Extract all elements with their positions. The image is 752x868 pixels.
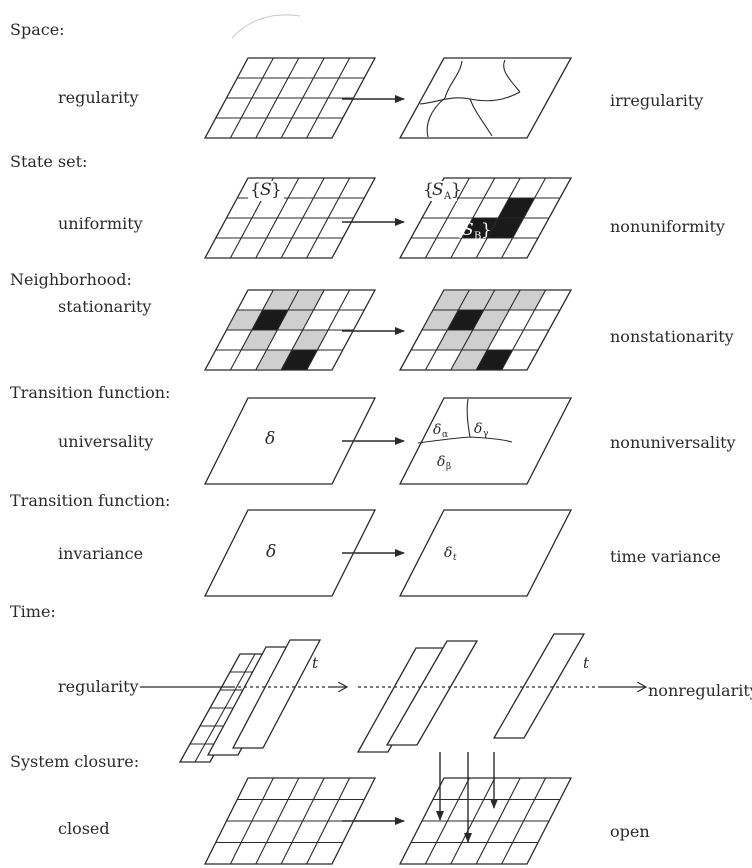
neighbor-cell [508, 289, 547, 311]
nonregular-frame-2 [385, 640, 479, 746]
time-axis-label-right: t [583, 654, 590, 672]
subscript-a: A [443, 191, 452, 202]
label-nonstationarity: nonstationarity [610, 327, 734, 346]
symbol-delta-alpha: δ [433, 422, 441, 438]
row-header-neighborhood: Neighborhood: [10, 270, 132, 289]
irregular-cell-boundary [503, 59, 521, 93]
neighborhood-figures [203, 289, 573, 371]
nonuniversal-delta-frame [398, 397, 573, 485]
universal-delta-frame [203, 397, 377, 485]
row-header-transition-function-2: Transition function: [10, 491, 171, 510]
invariance-figures [203, 509, 573, 597]
closure-figures [203, 752, 573, 865]
label-open: open [610, 822, 650, 841]
brace-open-sb: { [453, 220, 464, 240]
center-cell [475, 349, 514, 371]
center-cell [280, 349, 319, 371]
subscript-gamma: γ [483, 429, 488, 439]
label-invariance: invariance [58, 544, 144, 563]
label-uniformity: uniformity [58, 214, 143, 233]
state-set-symbols: { S } { S A } { S B } [250, 180, 492, 242]
time-axis-label-left: t [312, 654, 319, 672]
label-time-regularity: regularity [58, 677, 139, 696]
label-irregularity: irregularity [610, 91, 704, 110]
irregular-space-frame [398, 57, 573, 139]
nonregular-frame-1 [356, 647, 448, 753]
irregular-cell-boundary [444, 60, 463, 99]
symbol-delta-beta: δ [437, 454, 445, 470]
state-a-label-mask [421, 181, 457, 201]
state-set-figures [203, 177, 573, 259]
label-regularity: regularity [58, 88, 139, 107]
center-cell [446, 309, 485, 331]
symbol-sa: S [432, 180, 444, 200]
subscript-beta: β [446, 462, 451, 472]
row-header-space: Space: [10, 20, 65, 39]
scan-artifact [231, 14, 301, 39]
state-b-cell [486, 217, 525, 239]
invariance-symbols: δ δ t [266, 542, 457, 563]
row-header-system-closure: System closure: [10, 752, 140, 771]
brace-open-sa: { [423, 180, 434, 200]
symbol-delta: δ [265, 429, 275, 449]
row-header-state-set: State set: [10, 152, 88, 171]
subscript-b: B [474, 231, 481, 242]
symbol-s: S [260, 180, 272, 200]
label-nonuniformity: nonuniformity [610, 217, 725, 236]
state-label-mask [248, 181, 284, 201]
label-time-variance: time variance [610, 547, 721, 566]
label-nonuniversality: nonuniversality [610, 433, 736, 452]
subscript-alpha: α [442, 430, 448, 440]
row-header-transition-function-1: Transition function: [10, 383, 171, 402]
universality-figures [203, 397, 573, 485]
invariant-delta-frame [203, 509, 377, 597]
symbol-delta-gamma: δ [474, 421, 482, 437]
symbol-sb: S [462, 220, 474, 240]
irregular-cell-boundary [469, 98, 493, 137]
subscript-t: t [453, 553, 457, 563]
time-axis-labels: t t [312, 654, 590, 672]
time-frame-3 [231, 639, 322, 749]
universality-symbols: δ δ α δ γ δ β [265, 421, 488, 472]
row-header-time: Time: [10, 602, 56, 621]
nonregular-frame-3 [492, 633, 586, 739]
time-variant-delta-frame [398, 509, 573, 597]
label-universality: universality [58, 432, 154, 451]
space-figures [203, 57, 573, 139]
center-cell [251, 309, 289, 331]
brace-close-left: } [271, 180, 282, 200]
brace-open-left: { [250, 180, 261, 200]
symbol-delta-invariant: δ [266, 542, 276, 562]
symbol-delta-t: δ [444, 545, 452, 561]
label-stationarity: stationarity [58, 297, 152, 316]
time-figures [140, 633, 646, 763]
region-boundary [466, 398, 471, 438]
label-nonregularity: nonregularity [648, 681, 752, 700]
brace-close-sb: } [481, 220, 492, 240]
brace-close-sa: } [451, 180, 462, 200]
label-closed: closed [58, 819, 110, 838]
irregular-cell-boundary [426, 97, 446, 138]
